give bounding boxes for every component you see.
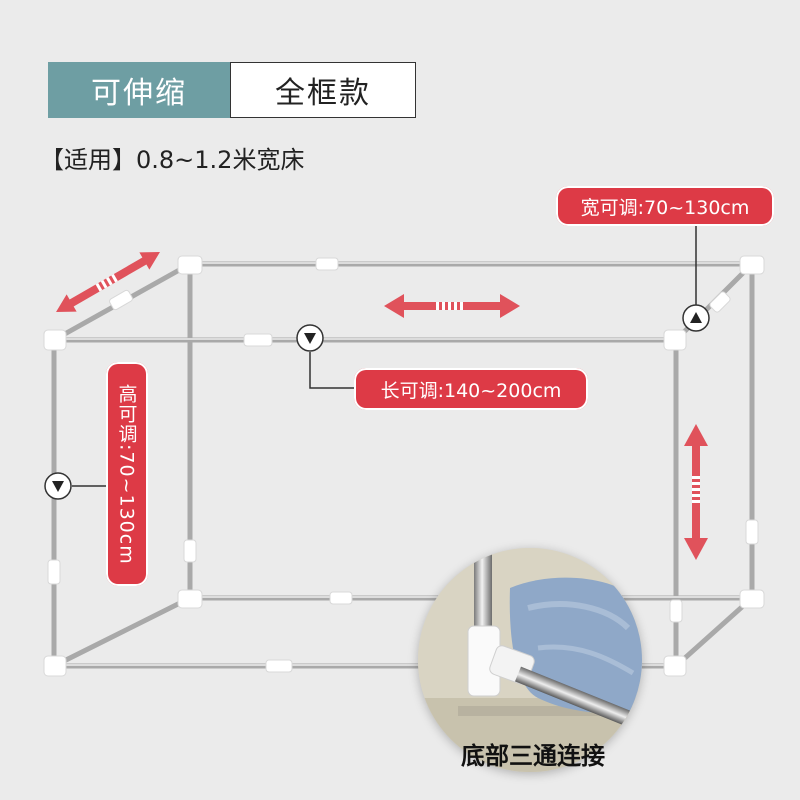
tab-telescopic[interactable]: 可伸缩 bbox=[48, 62, 230, 118]
marker-width bbox=[682, 304, 710, 332]
triangle-up-icon bbox=[690, 312, 702, 323]
width-arrow bbox=[56, 252, 160, 312]
height-arrow bbox=[684, 424, 708, 560]
marker-length bbox=[296, 324, 324, 352]
adjust-arrows bbox=[56, 252, 708, 560]
tab-full-frame[interactable]: 全框款 bbox=[230, 62, 416, 118]
height-adjust-label: 高可调:70~130cm bbox=[106, 362, 148, 586]
triangle-down-icon bbox=[52, 481, 64, 492]
triangle-down-icon bbox=[304, 333, 316, 344]
frame-tubes bbox=[51, 261, 755, 669]
length-arrow bbox=[384, 294, 520, 318]
suitable-bed-size: 【适用】0.8~1.2米宽床 bbox=[40, 146, 305, 174]
marker-height bbox=[44, 472, 72, 500]
width-adjust-label: 宽可调:70~130cm bbox=[556, 186, 774, 226]
connector-detail-illustration bbox=[418, 548, 642, 772]
frame-connectors bbox=[43, 255, 765, 677]
connector-detail-inset bbox=[418, 548, 642, 772]
leader-lines bbox=[72, 205, 712, 487]
length-adjust-label: 长可调:140~200cm bbox=[354, 368, 588, 410]
connector-caption: 底部三通连接 bbox=[461, 742, 605, 770]
